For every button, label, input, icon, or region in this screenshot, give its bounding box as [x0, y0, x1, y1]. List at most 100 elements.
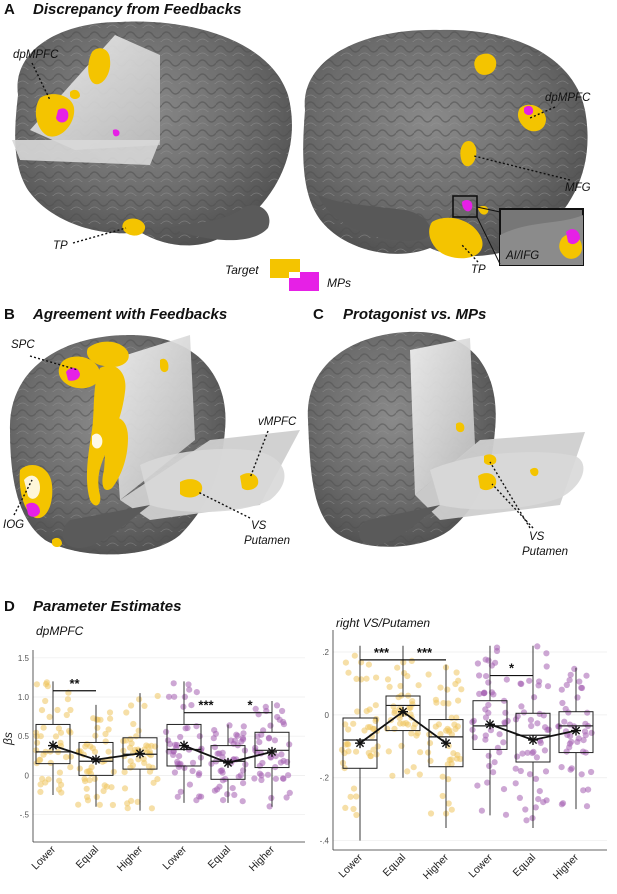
leader-vs-b	[197, 491, 251, 519]
data-point	[417, 749, 424, 756]
data-point	[517, 767, 524, 775]
mean-marker	[355, 738, 365, 749]
brain-c	[307, 331, 585, 547]
label-vs-c-line2: Putamen	[522, 546, 568, 558]
data-point	[258, 776, 265, 784]
data-point	[490, 769, 497, 776]
data-point	[528, 722, 535, 730]
data-point	[536, 678, 543, 685]
data-point	[283, 794, 290, 801]
data-point	[52, 733, 60, 740]
data-point	[94, 724, 101, 731]
data-point	[483, 673, 490, 680]
significance-label: ***	[417, 645, 433, 660]
x-tick-label: Equal	[74, 844, 101, 871]
data-point	[143, 742, 150, 749]
data-point	[164, 737, 172, 744]
legend-overlap-swatch	[289, 272, 300, 278]
data-point	[410, 764, 417, 771]
data-point	[37, 781, 44, 788]
data-point	[100, 787, 107, 795]
x-tick-label: Equal	[206, 844, 233, 871]
data-point	[134, 798, 141, 806]
data-point	[386, 683, 393, 691]
data-point	[407, 704, 414, 711]
data-point	[500, 739, 507, 746]
data-point	[353, 748, 360, 755]
data-point	[174, 758, 181, 766]
data-point	[534, 643, 541, 650]
data-point	[397, 682, 404, 690]
data-point	[272, 775, 279, 782]
data-point	[493, 647, 501, 655]
data-point	[527, 716, 535, 724]
data-point	[444, 761, 451, 768]
data-point	[445, 776, 452, 783]
y-tick-label: 1.5	[18, 654, 30, 663]
data-point	[566, 677, 573, 684]
data-point	[414, 730, 421, 737]
data-point	[266, 734, 273, 742]
data-point	[97, 716, 104, 723]
significance-label: ***	[198, 698, 214, 713]
data-point	[121, 785, 129, 792]
data-point	[266, 803, 273, 810]
data-point	[580, 787, 587, 794]
data-point	[558, 686, 565, 693]
data-point	[482, 714, 490, 721]
data-point	[123, 709, 130, 716]
data-point	[542, 768, 550, 775]
data-point	[522, 806, 529, 813]
data-point	[234, 732, 241, 739]
box	[78, 741, 114, 776]
data-point	[93, 793, 100, 801]
data-point	[347, 793, 354, 800]
data-point	[445, 700, 452, 707]
data-point	[533, 754, 541, 761]
leader-tp-left	[72, 227, 127, 244]
data-point	[231, 791, 238, 799]
box	[342, 717, 378, 769]
data-point	[345, 669, 352, 676]
data-point	[47, 759, 54, 767]
data-point	[107, 715, 114, 722]
data-point	[366, 706, 373, 713]
data-point	[165, 693, 173, 700]
x-tick-label: Lower	[29, 843, 58, 872]
data-point	[485, 701, 492, 709]
data-point	[353, 811, 360, 819]
data-point	[121, 769, 128, 776]
label-vs-c-line1: VS	[529, 531, 545, 543]
box	[122, 737, 158, 770]
data-point	[342, 721, 349, 728]
data-point	[188, 702, 195, 709]
data-point	[427, 810, 435, 817]
zoom-box-small	[452, 195, 478, 218]
panel-d: D Parameter Estimates dpMPFCβs1.51.00.50…	[1, 598, 607, 882]
data-point	[354, 708, 361, 715]
data-point	[170, 751, 177, 759]
data-point	[351, 652, 358, 659]
data-point	[544, 683, 552, 690]
panel-letter-d: D	[4, 598, 15, 615]
data-point	[350, 720, 357, 727]
data-point	[83, 741, 90, 748]
data-point	[439, 773, 446, 780]
data-point	[485, 709, 492, 717]
data-point	[102, 730, 109, 738]
label-dpmpfc-left: dpMPFC	[13, 49, 59, 61]
data-point	[146, 748, 153, 755]
data-point	[448, 731, 455, 738]
mean-marker	[398, 706, 408, 717]
y-tick-label: -.5	[20, 811, 30, 820]
data-point	[440, 700, 447, 707]
data-point	[172, 741, 179, 749]
data-point	[67, 753, 74, 760]
data-point	[361, 727, 368, 734]
y-tick-label: .2	[322, 648, 329, 657]
data-point	[186, 686, 193, 693]
data-point	[514, 753, 521, 760]
data-point	[532, 804, 539, 811]
data-point	[484, 779, 491, 786]
x-tick-label: Lower	[466, 851, 495, 880]
